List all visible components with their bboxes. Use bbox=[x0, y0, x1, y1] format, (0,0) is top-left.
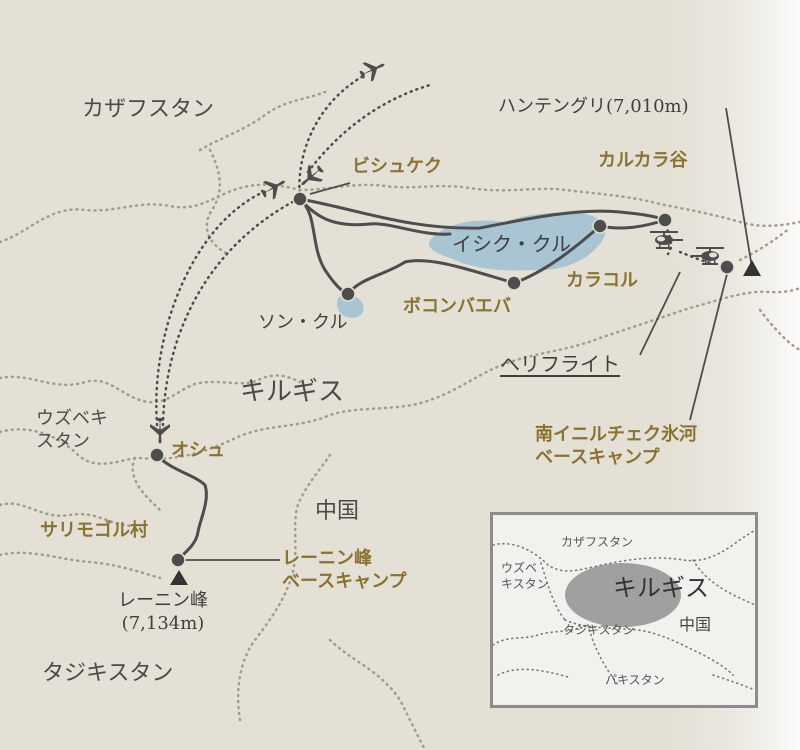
country-label-tajikistan: タジキスタン bbox=[42, 661, 174, 686]
place-label-lenin-base-camp: レーニン峰 ベースキャンプ bbox=[282, 548, 407, 592]
inset-kyrgyzstan-highlight bbox=[565, 563, 681, 627]
place-label-sary-mogol: サリモゴル村 bbox=[40, 520, 148, 541]
inset-label-kyrgyzstan: キルギス bbox=[613, 574, 709, 602]
place-label-son-kul: ソン・クル bbox=[258, 312, 348, 333]
location-dot-icon bbox=[292, 191, 308, 207]
inset-canvas bbox=[493, 529, 755, 691]
helicopter-icons bbox=[650, 231, 724, 265]
place-label-bishkek: ビシュケク bbox=[352, 156, 442, 177]
location-dot-icon bbox=[149, 447, 165, 463]
location-dot-icon bbox=[170, 552, 186, 568]
airplane-icon bbox=[150, 418, 170, 444]
location-dot-icon bbox=[506, 275, 522, 291]
country-label-china: 中国 bbox=[315, 499, 360, 524]
leader-lines bbox=[180, 107, 753, 561]
place-label-bokonbaeva: ボコンバエバ bbox=[403, 296, 511, 317]
country-label-kazakhstan: カザフスタン bbox=[82, 97, 215, 122]
airplane-icons bbox=[150, 62, 385, 444]
location-dots bbox=[149, 191, 735, 568]
location-dot-icon bbox=[340, 286, 356, 302]
label-heli-flight: ヘリフライト bbox=[500, 352, 620, 376]
inset-label-pakistan: パキスタン bbox=[605, 673, 665, 687]
helicopter-icon bbox=[650, 231, 683, 249]
location-dot-icon bbox=[592, 218, 608, 234]
location-dot-icon bbox=[657, 212, 673, 228]
inset-label-china: 中国 bbox=[679, 615, 712, 634]
helicopter-icon bbox=[691, 247, 724, 265]
country-borders bbox=[0, 90, 800, 750]
airplane-icon bbox=[260, 180, 286, 200]
place-label-karkara: カルカラ谷 bbox=[598, 150, 688, 171]
airplane-icon bbox=[359, 62, 385, 82]
inset-label-tajikistan: タジキスタン bbox=[563, 623, 635, 637]
peak-label-khan-tengri: ハンテングリ(7,010m) bbox=[498, 96, 689, 117]
mountain-peak-icon bbox=[743, 260, 761, 276]
place-label-karakol: カラコル bbox=[566, 270, 638, 291]
peak-label-lenin: レーニン峰 (7,134m) bbox=[118, 590, 208, 634]
airplane-icon bbox=[301, 164, 324, 185]
flight-routes bbox=[155, 73, 714, 427]
inset-label-kazakhstan: カザフスタン bbox=[561, 535, 634, 549]
country-label-uzbekistan: ウズベキ スタン bbox=[36, 408, 108, 452]
inset-label-uzbekistan: ウズベ キスタン bbox=[501, 561, 549, 591]
location-dot-icon bbox=[719, 259, 735, 275]
country-label-kyrgyzstan: キルギス bbox=[240, 377, 345, 407]
inset-borders bbox=[493, 529, 755, 691]
lake-label-issyk-kul: イシク・クル bbox=[452, 232, 571, 256]
place-label-inylchek-base-camp: 南イニルチェク氷河 ベースキャンプ bbox=[535, 424, 697, 468]
place-label-osh: オシュ bbox=[171, 440, 225, 461]
inset-locator-map: カザフスタン ウズベ キスタン キルギス タジキスタン 中国 パキスタン bbox=[490, 512, 758, 708]
mountain-peak-icon bbox=[170, 570, 188, 585]
peak-markers bbox=[170, 260, 761, 585]
